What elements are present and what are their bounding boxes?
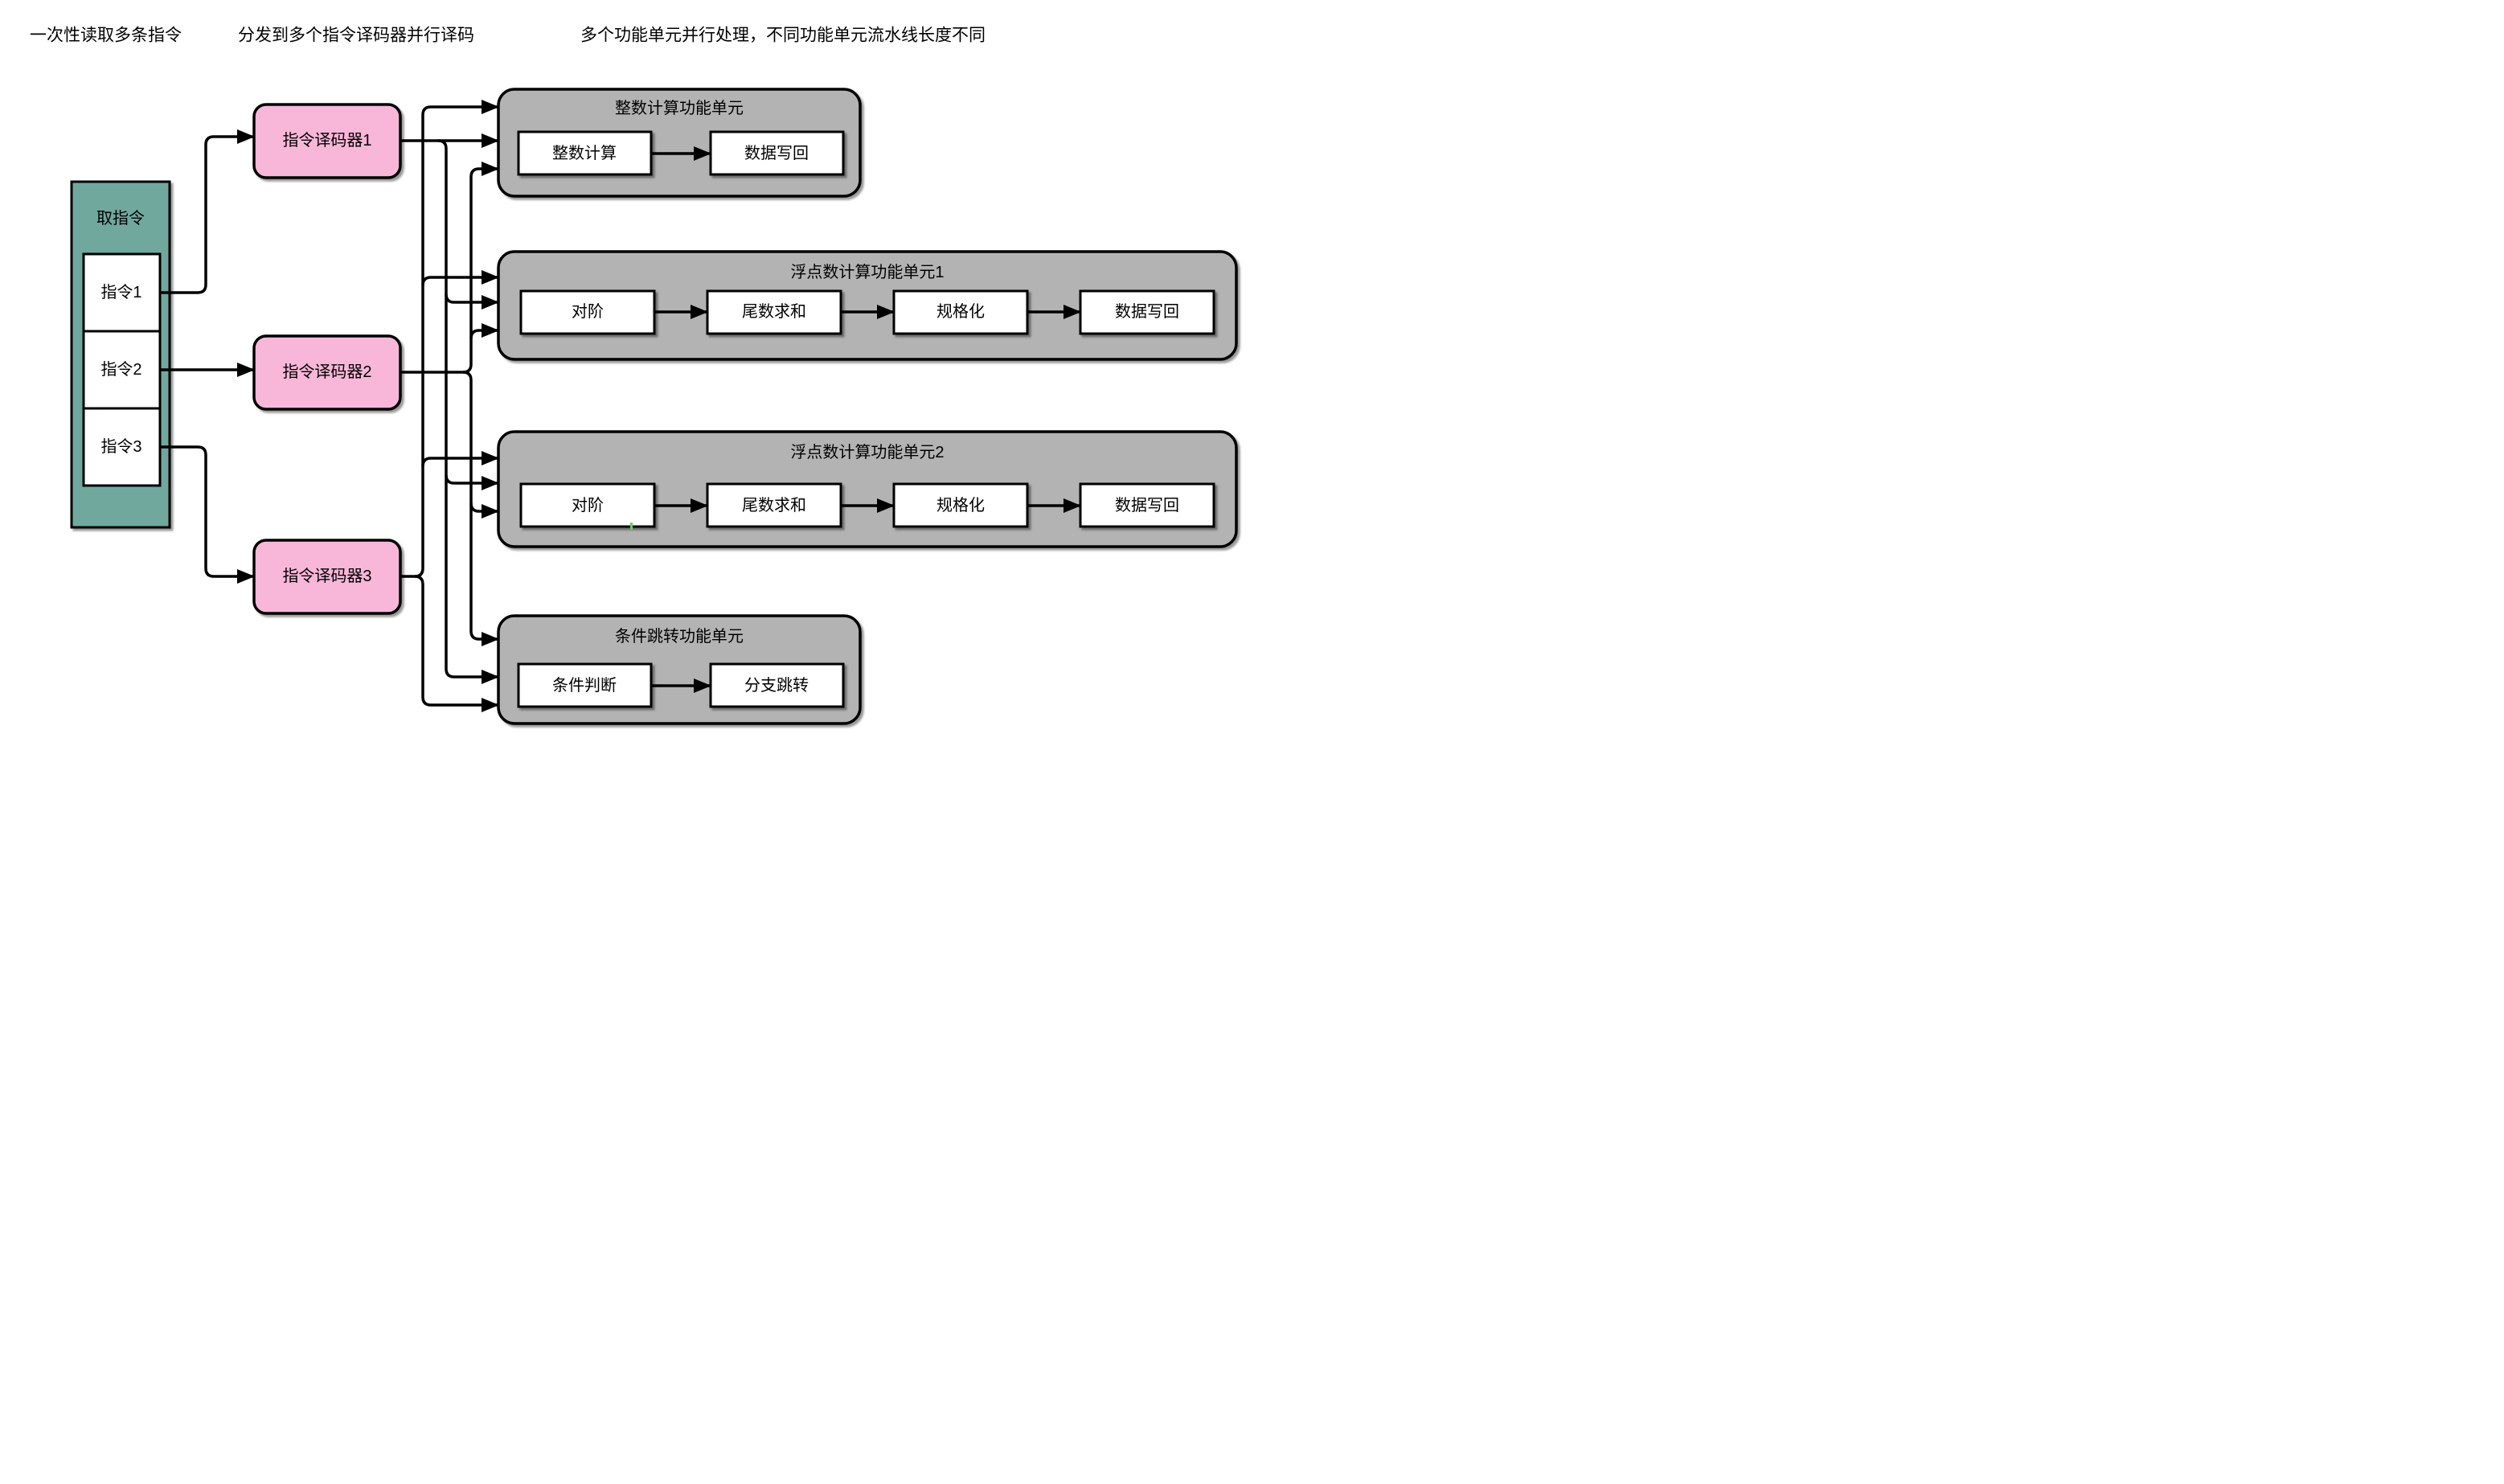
- decoder2-label: 指令译码器2: [282, 363, 371, 381]
- fetch-unit-group: 取指令 指令1 指令2 指令3: [70, 180, 171, 529]
- stage-float1-writeback-label: 数据写回: [1115, 302, 1179, 321]
- connector-decoder3-unit3: [421, 451, 499, 467]
- stage-float2-writeback-label: 数据写回: [1115, 496, 1179, 514]
- connector-decoder2-unit2: [469, 323, 499, 339]
- fetch-unit-title: 取指令: [96, 209, 145, 228]
- connector-instr3-decoder3: [160, 445, 255, 584]
- stage-float1-align-label: 对阶: [572, 302, 604, 321]
- stage-branch-jump-label: 分支跳转: [744, 676, 809, 695]
- connector-decoder2-unit3: [469, 502, 499, 519]
- decoders-group: 指令译码器1 指令译码器2 指令译码器3: [252, 103, 402, 615]
- instruction2-label: 指令2: [100, 360, 141, 379]
- stage-float2-normalize-box: [892, 482, 1029, 528]
- unit-float2-box: [497, 430, 1238, 548]
- diagram-canvas: 一次性读取多条指令 分发到多个指令译码器并行译码 多个功能单元并行处理，不同功能…: [0, 0, 1252, 742]
- connector-decoder1-unit4: [437, 139, 499, 684]
- stage-float2-align-box: [519, 482, 656, 528]
- unit-float1-group: 浮点数计算功能单元1 对阶 尾数求和 规格化 数据写回: [497, 250, 1238, 361]
- stage-float2-mantissa-label: 尾数求和: [742, 496, 806, 514]
- stage-float2-align-label: 对阶: [572, 496, 604, 514]
- stage-float2-normalize-label: 规格化: [936, 496, 985, 514]
- unit-float1-title: 浮点数计算功能单元1: [790, 263, 944, 281]
- stage-float1-writeback-box: [1079, 289, 1215, 335]
- stage-integer-writeback-label: 数据写回: [744, 144, 809, 162]
- connector-decoder2-unit1: [400, 162, 499, 374]
- unit-float1-box: [497, 250, 1238, 361]
- stage-float1-normalize-label: 规格化: [936, 302, 985, 321]
- connector-decoder3-unit1: [400, 100, 499, 578]
- connector-decoder2-unit4: [462, 371, 499, 646]
- connector-decoder3-unit4: [414, 575, 499, 712]
- stage-integer-calc-box: [517, 130, 653, 176]
- annotation-execute: 多个功能单元并行处理，不同功能单元流水线长度不同: [580, 27, 986, 45]
- stage-branch-jump-box: [709, 662, 845, 708]
- unit-integer-group: 整数计算功能单元 整数计算 数据写回: [497, 88, 862, 198]
- stage-float1-mantissa-label: 尾数求和: [742, 302, 806, 321]
- decoder3-label: 指令译码器3: [282, 567, 371, 585]
- unit-branch-title: 条件跳转功能单元: [615, 627, 744, 646]
- stage-branch-condition-label: 条件判断: [552, 676, 617, 695]
- pipeline-diagram-svg: 一次性读取多条指令 分发到多个指令译码器并行译码 多个功能单元并行处理，不同功能…: [30, 27, 1238, 725]
- instruction3-label: 指令3: [100, 437, 141, 456]
- connector-decoder1-unit3: [445, 474, 499, 490]
- connector-decoder3-unit2: [421, 270, 499, 286]
- connector-decoder1-unit2: [445, 293, 499, 310]
- connector-instr1-decoder1: [160, 129, 255, 294]
- instruction1-label: 指令1: [100, 283, 141, 301]
- stage-integer-calc-label: 整数计算: [552, 144, 617, 162]
- instruction1-box: [82, 252, 162, 333]
- unit-float2-title: 浮点数计算功能单元2: [790, 443, 944, 461]
- annotation-fetch: 一次性读取多条指令: [30, 27, 182, 45]
- unit-integer-title: 整数计算功能单元: [615, 99, 744, 117]
- decoder1-label: 指令译码器1: [282, 131, 371, 150]
- unit-branch-group: 条件跳转功能单元 条件判断 分支跳转: [497, 614, 862, 725]
- annotation-decode: 分发到多个指令译码器并行译码: [238, 27, 474, 45]
- stage-float2-writeback-box: [1079, 482, 1215, 528]
- unit-float2-group: 浮点数计算功能单元2 对阶 尾数求和 规格化 数据写回: [497, 430, 1238, 548]
- stray-green-mark: [630, 523, 633, 530]
